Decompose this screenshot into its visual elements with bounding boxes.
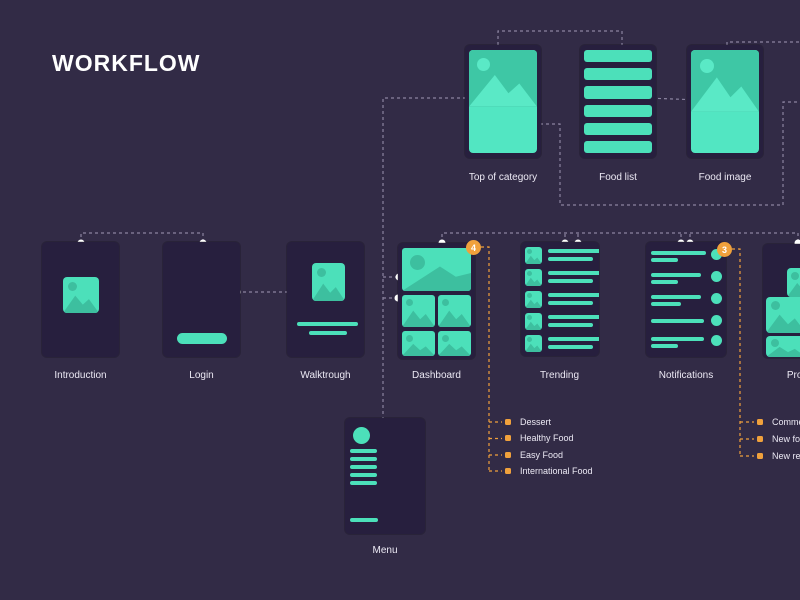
screen-dashboard[interactable]: [398, 243, 475, 359]
bullet-square-icon: [757, 436, 763, 442]
bullet-square-icon: [505, 435, 511, 441]
list-item-bar: [584, 50, 652, 63]
list-item-bar: [584, 68, 652, 81]
legend-item-dessert: Dessert: [505, 417, 551, 427]
screen-label: Dashboard: [412, 370, 461, 381]
connector-dashboard-categories: [481, 246, 502, 472]
screen-label: Login: [189, 370, 214, 381]
screen-food-image[interactable]: [687, 45, 763, 158]
bullet-square-icon: [757, 419, 763, 425]
image-placeholder: [469, 50, 537, 153]
screen-walktrough[interactable]: [287, 242, 364, 357]
screen-label: Walktrough: [300, 370, 351, 381]
image-placeholder: [766, 336, 800, 357]
list-item-bar: [584, 104, 652, 117]
screen-introduction[interactable]: [42, 242, 119, 357]
screen-label: Notifications: [658, 370, 714, 381]
connector-notification-types: [732, 248, 754, 457]
image-placeholder: [766, 297, 800, 333]
dashboard-count-badge: 4: [466, 240, 481, 255]
image-placeholder: [402, 331, 435, 356]
legend-item-comments: Comments: [757, 417, 800, 427]
menu-line: [350, 473, 377, 477]
bullet-square-icon: [505, 419, 511, 425]
menu-line: [350, 449, 377, 453]
list-item-bar: [584, 122, 652, 135]
screen-label: Menu: [372, 545, 398, 556]
bullet-square-icon: [505, 468, 511, 474]
menu-line: [350, 465, 377, 469]
notifications-count-badge: 3: [717, 242, 732, 257]
list-item-bar: [584, 86, 652, 99]
list-item-bar: [584, 140, 652, 154]
screen-profile[interactable]: [763, 244, 800, 358]
image-placeholder: [63, 277, 99, 313]
login-button-placeholder: [177, 333, 227, 344]
legend-item-healthy-food: Healthy Food: [505, 433, 574, 443]
legend-item-new-recipe: New recipe: [757, 451, 800, 461]
screen-notifications[interactable]: [646, 242, 726, 357]
image-placeholder: [438, 331, 471, 356]
text-line: [297, 322, 358, 326]
avatar-placeholder: [353, 427, 370, 444]
page-title: WORKFLOW: [52, 50, 201, 76]
screen-login[interactable]: [163, 242, 240, 357]
bullet-square-icon: [757, 453, 763, 459]
screen-top-of-category[interactable]: [465, 45, 541, 158]
screen-label: Food image: [698, 172, 752, 183]
legend-item-easy-food: Easy Food: [505, 450, 563, 460]
screen-label: Introduction: [54, 370, 107, 381]
connector-screens-row: [441, 232, 799, 243]
image-placeholder: [691, 50, 759, 153]
image-placeholder: [402, 248, 471, 291]
image-placeholder: [402, 295, 435, 327]
bullet-square-icon: [505, 452, 511, 458]
screen-label: Trending: [539, 370, 580, 381]
text-line: [309, 331, 347, 335]
image-placeholder: [438, 295, 471, 327]
legend-item-new-follower: New follower: [757, 434, 800, 444]
menu-line: [350, 518, 378, 522]
image-placeholder: [312, 263, 345, 301]
menu-line: [350, 457, 377, 461]
screen-food-list[interactable]: [580, 45, 656, 158]
screen-label: Profile: [786, 370, 800, 381]
screen-menu[interactable]: [345, 418, 425, 534]
screen-trending[interactable]: [521, 242, 599, 356]
menu-line: [350, 481, 377, 485]
screen-label: Food list: [599, 172, 637, 183]
image-placeholder: [787, 268, 800, 297]
legend-item-international-food: International Food: [505, 466, 593, 476]
screen-label: Top of category: [468, 172, 538, 183]
